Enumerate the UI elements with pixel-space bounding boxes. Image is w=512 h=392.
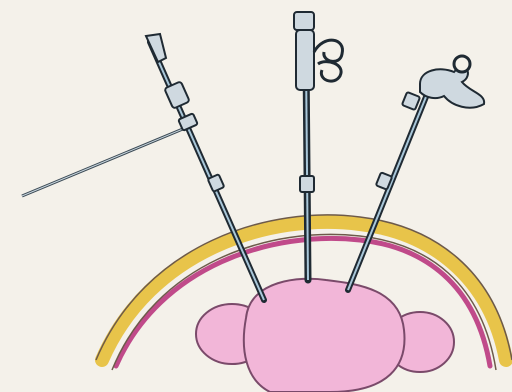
scope-body [296, 30, 314, 90]
grasper-thumb-ring [454, 56, 470, 72]
scope-eyepiece [294, 12, 314, 30]
uterus [244, 279, 405, 392]
center-clip [300, 176, 314, 192]
